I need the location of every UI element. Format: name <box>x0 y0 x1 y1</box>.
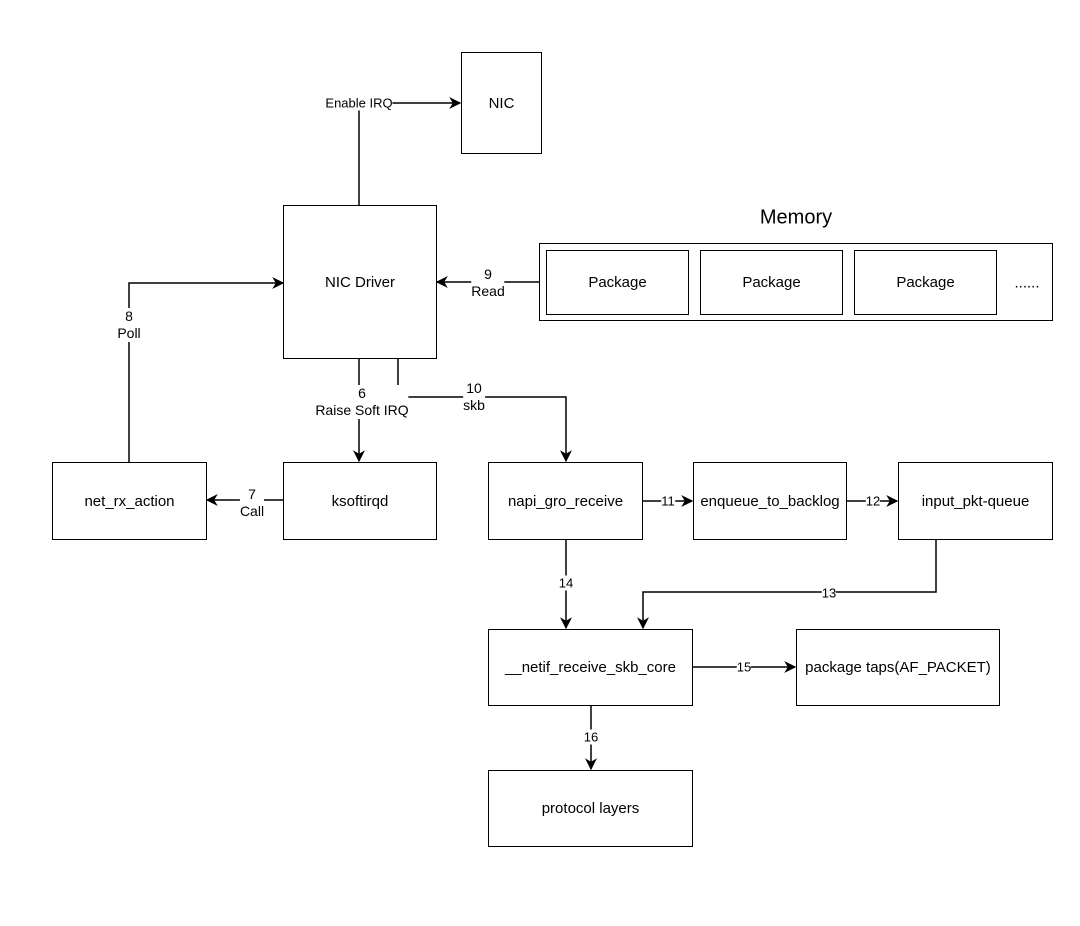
label-edge-7-num: 7 <box>248 486 256 502</box>
memory-title: Memory <box>759 206 833 229</box>
label-edge-15: 15 <box>736 659 752 675</box>
label-edge-9-text: Read <box>471 283 505 299</box>
net-rx-action-node: net_rx_action <box>52 462 207 540</box>
label-edge-10: 10 skb <box>463 380 485 414</box>
netif-receive-skb-core-node: __netif_receive_skb_core <box>488 629 693 706</box>
edge-enable-irq <box>358 97 462 205</box>
label-edge-8-text: Poll <box>117 325 141 341</box>
label-edge-11: 11 <box>661 493 675 509</box>
memory-package-2: Package <box>700 250 843 315</box>
label-edge-13: 13 <box>821 585 837 601</box>
enqueue-to-backlog-node: enqueue_to_backlog <box>693 462 847 540</box>
input-pkt-queue-node: input_pkt-queue <box>898 462 1053 540</box>
memory-package-1: Package <box>546 250 689 315</box>
label-edge-10-num: 10 <box>466 380 482 396</box>
nic-node: NIC <box>461 52 542 154</box>
label-edge-6-text: Raise Soft IRQ <box>315 402 409 418</box>
napi-gro-receive-node: napi_gro_receive <box>488 462 643 540</box>
memory-package-3: Package <box>854 250 997 315</box>
label-edge-16: 16 <box>583 729 599 745</box>
edge-8-poll <box>128 277 285 462</box>
memory-ellipsis: ...... <box>1014 274 1040 292</box>
label-edge-9-num: 9 <box>484 266 492 282</box>
label-edge-9: 9 Read <box>471 266 505 300</box>
label-edge-7: 7 Call <box>239 486 265 520</box>
edge-13 <box>637 540 937 630</box>
label-edge-8: 8 Poll <box>117 308 141 342</box>
label-enable-irq: Enable IRQ <box>325 95 393 111</box>
ksoftirqd-node: ksoftirqd <box>283 462 437 540</box>
label-edge-6-num: 6 <box>358 385 366 401</box>
package-taps-node: package taps(AF_PACKET) <box>796 629 1000 706</box>
nic-driver-node: NIC Driver <box>283 205 437 359</box>
label-edge-7-text: Call <box>239 503 265 519</box>
label-edge-6: 6 Raise Soft IRQ <box>315 385 409 419</box>
label-edge-8-num: 8 <box>125 308 133 324</box>
label-edge-14: 14 <box>558 575 574 591</box>
label-edge-12: 12 <box>865 493 881 509</box>
label-edge-10-text: skb <box>463 397 485 413</box>
protocol-layers-node: protocol layers <box>488 770 693 847</box>
